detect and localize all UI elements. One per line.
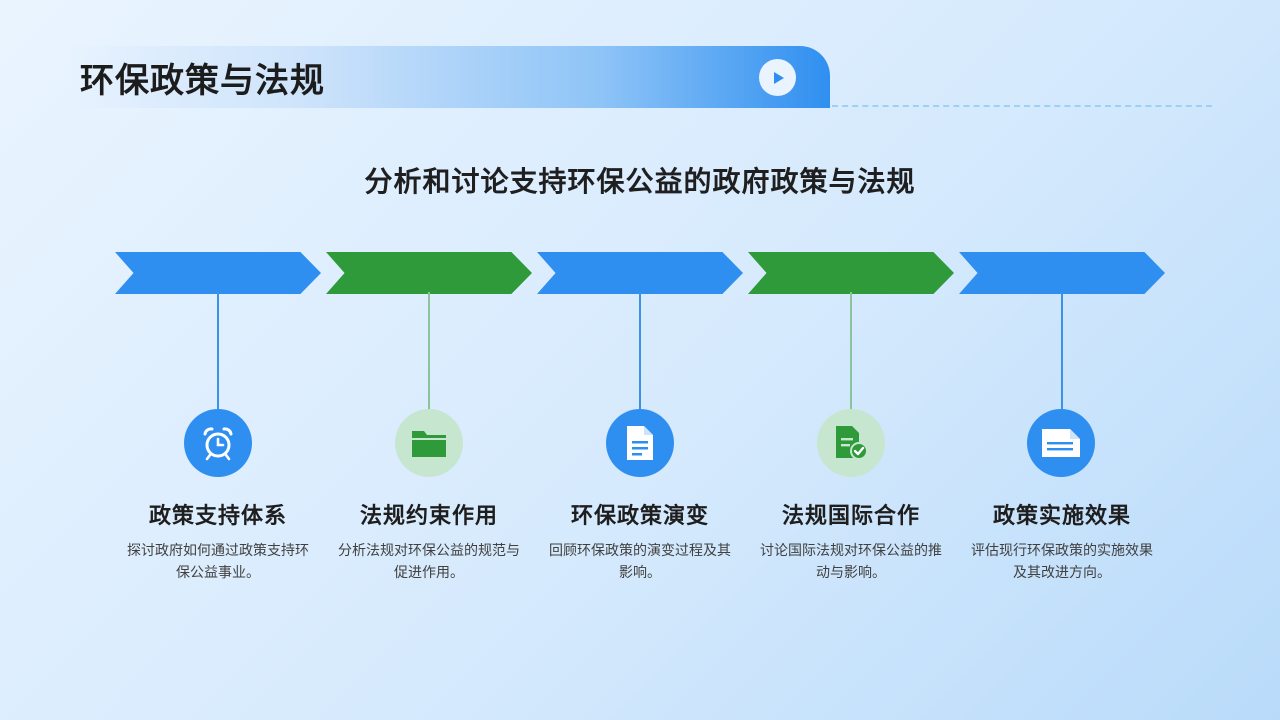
timeline-arrow-3 <box>537 252 743 294</box>
icon-circle-1 <box>184 409 252 477</box>
header-divider <box>832 105 1212 107</box>
timeline-arrow-4 <box>748 252 954 294</box>
alarm-clock-icon <box>203 427 233 461</box>
connector-line-4 <box>850 292 852 410</box>
connector-line-5 <box>1061 292 1063 410</box>
paper-icon <box>1042 429 1080 457</box>
timeline-arrow-5 <box>959 252 1165 294</box>
item-title-5: 政策实施效果 <box>992 504 1131 529</box>
item-title-4: 法规国际合作 <box>781 504 920 529</box>
item-title-3: 环保政策演变 <box>570 504 709 529</box>
item-title-2: 法规约束作用 <box>359 504 498 529</box>
play-icon <box>773 71 784 84</box>
timeline-arrow-2 <box>326 252 532 294</box>
connector-line-2 <box>428 292 430 410</box>
item-desc-4: 讨论国际法规对环保公益的推动与影响。 <box>760 543 942 581</box>
item-title-1: 政策支持体系 <box>148 504 287 529</box>
subtitle: 分析和讨论支持环保公益的政府政策与法规 <box>364 165 916 198</box>
timeline-arrow-1 <box>115 252 321 294</box>
icon-circle-4 <box>817 409 885 477</box>
icon-circle-3 <box>606 409 674 477</box>
icon-circle-5 <box>1027 409 1095 477</box>
connector-line-1 <box>217 292 219 410</box>
item-desc-5: 评估现行环保政策的实施效果及其改进方向。 <box>971 543 1153 581</box>
page-title: 环保政策与法规 <box>80 61 325 101</box>
document-icon <box>627 426 653 460</box>
connector-line-3 <box>639 292 641 410</box>
document-check-icon <box>836 426 868 460</box>
item-desc-3: 回顾环保政策的演变过程及其影响。 <box>549 543 731 581</box>
icon-circle-2 <box>395 409 463 477</box>
item-desc-1: 探讨政府如何通过政策支持环保公益事业。 <box>127 543 309 581</box>
folder-icon <box>412 431 446 457</box>
title-bar <box>68 46 830 108</box>
item-desc-2: 分析法规对环保公益的规范与促进作用。 <box>338 543 520 581</box>
play-button[interactable] <box>759 59 796 96</box>
